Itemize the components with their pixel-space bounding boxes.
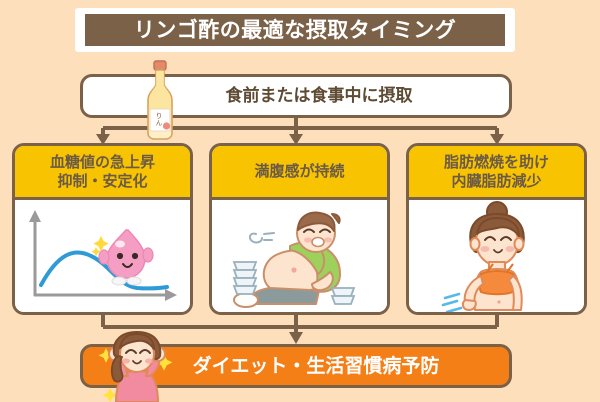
slim-woman	[461, 201, 525, 311]
card-blood-sugar-heading: 血糖値の急上昇 抑制・安定化	[15, 146, 190, 200]
cheering-girl-icon	[98, 331, 173, 402]
card-satiety-illustration	[212, 200, 387, 312]
svg-text:り: り	[156, 112, 163, 120]
svg-text:ん: ん	[156, 119, 163, 127]
card-satiety: 満腹感が持続	[209, 143, 390, 315]
summary-banner-text: ダイエット・生活習慣病予防	[192, 354, 440, 377]
card-fat-burning-heading: 脂肪燃焼を助け 内臓脂肪減少	[409, 146, 584, 200]
card-fat-burning-heading-line2: 内臓脂肪減少	[451, 171, 542, 190]
full-stomach-man	[233, 211, 341, 308]
blood-drop-character	[91, 229, 154, 286]
card-blood-sugar: 血糖値の急上昇 抑制・安定化	[12, 143, 193, 315]
card-satiety-heading: 満腹感が持続	[212, 146, 387, 200]
card-blood-sugar-heading-line1: 血糖値の急上昇	[49, 152, 155, 171]
page-title: リンゴ酢の最適な摂取タイミング	[75, 8, 515, 52]
card-satiety-heading-line1: 満腹感が持続	[254, 162, 345, 181]
card-fat-burning-heading-line1: 脂肪燃焼を助け	[443, 152, 549, 171]
card-blood-sugar-heading-line2: 抑制・安定化	[57, 171, 148, 190]
subtitle-text: 食前または食事中に摂取	[225, 85, 413, 106]
card-fat-burning-illustration	[409, 200, 584, 312]
card-blood-sugar-illustration	[15, 200, 190, 312]
vinegar-bottle-icon: り ん	[147, 60, 173, 140]
card-fat-burning: 脂肪燃焼を助け 内臓脂肪減少	[406, 143, 587, 315]
page-title-plate: リンゴ酢の最適な摂取タイミング	[85, 14, 505, 46]
page-title-text: リンゴ酢の最適な摂取タイミング	[133, 17, 457, 42]
